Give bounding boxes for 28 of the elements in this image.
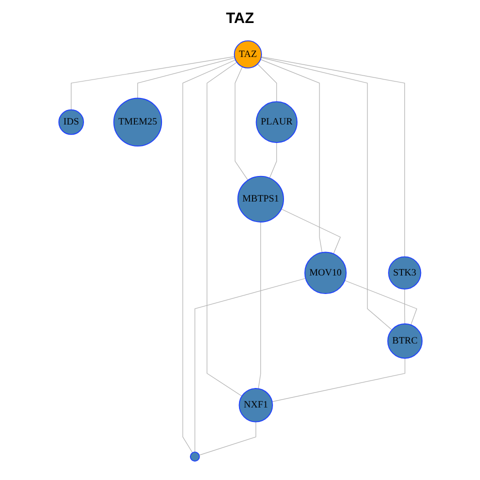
connector <box>206 62 242 396</box>
connector <box>260 56 404 258</box>
node-circle: PLAUR <box>255 101 298 144</box>
node-circle: TAZ <box>233 40 262 68</box>
node-circle: NXF1 <box>238 388 272 422</box>
connector <box>234 66 248 181</box>
node-circle: STK3 <box>388 256 421 290</box>
connector <box>260 57 392 330</box>
connector <box>344 280 417 326</box>
connector <box>136 58 235 99</box>
connector <box>194 278 306 452</box>
connector <box>260 59 322 253</box>
connector <box>198 422 256 456</box>
node-circle: MOV10 <box>304 252 346 294</box>
node-circle: MBTPS1 <box>236 176 284 222</box>
connector <box>256 64 276 102</box>
connector <box>70 56 234 110</box>
connector <box>404 288 405 324</box>
diagram-title: TAZ <box>224 10 256 27</box>
connector <box>182 60 236 454</box>
node-circle <box>189 452 200 462</box>
connector <box>268 142 276 178</box>
node-circle: IDS <box>58 109 84 135</box>
node-circle: BTRC <box>386 323 422 359</box>
connector <box>258 222 261 389</box>
connector <box>271 358 405 402</box>
node-circle: TMEM25 <box>112 98 162 146</box>
connector <box>280 208 340 254</box>
